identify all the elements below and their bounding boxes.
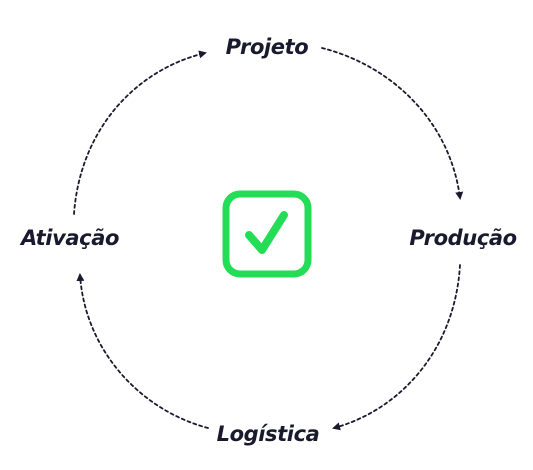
arrow-logistica-to-ativacao: [76, 273, 209, 429]
arrow-producao-to-logistica: [332, 264, 461, 431]
arrow-projeto-to-producao: [321, 47, 464, 200]
cycle-arrows: [73, 47, 464, 431]
node-label-ativacao: Ativação: [19, 226, 119, 250]
node-label-producao: Produção: [409, 226, 516, 250]
arrow-ativacao-to-projeto: [73, 50, 207, 215]
node-label-projeto: Projeto: [226, 35, 309, 59]
check-box-icon: [222, 190, 312, 278]
node-label-logistica: Logística: [217, 422, 320, 446]
